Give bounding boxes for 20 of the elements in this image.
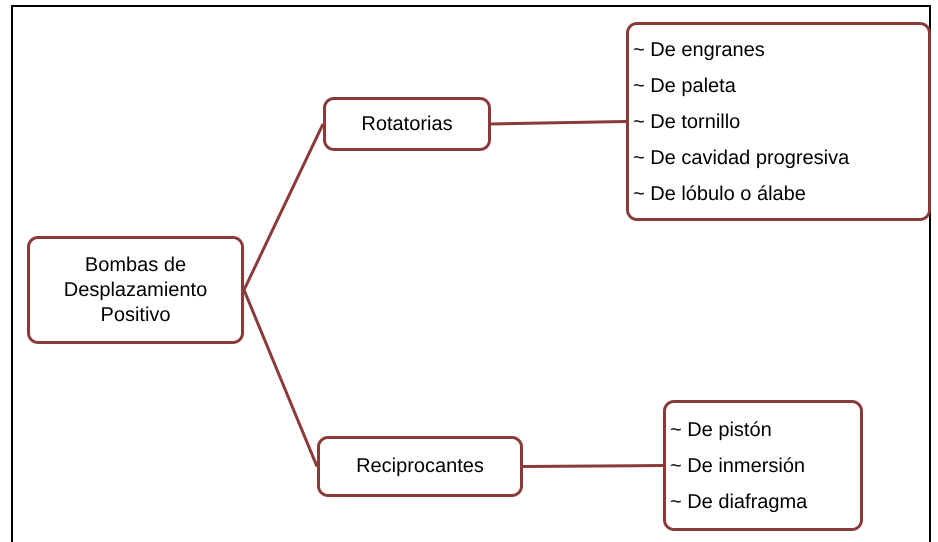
node-label: Bombas de Desplazamiento Positivo [62,252,208,328]
list-item: ~ De pistón [670,418,772,442]
list-box [663,400,863,531]
category-box [323,97,491,151]
connector-line [242,123,324,291]
list-item: ~ De tornillo [633,110,740,134]
list-item: ~ De lóbulo o álabe [633,182,806,206]
list-item: ~ De diafragma [670,490,808,514]
category-box [27,236,244,344]
list-item: ~ De paleta [633,74,736,98]
list-item: ~ De engranes [633,38,765,62]
list-box [626,22,931,221]
list-item: ~ De cavidad progresiva [633,146,850,170]
node-label: Rotatorias [361,112,453,136]
node-label: Reciprocantes [356,454,484,479]
connector-line [522,464,664,468]
list-item: ~ De inmersión [670,454,806,478]
connector-line [490,120,626,126]
connector-line [242,289,318,468]
category-box [317,436,523,497]
